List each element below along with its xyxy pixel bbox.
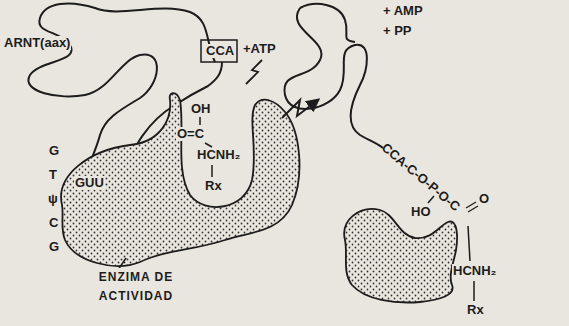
anticodon-label: GUU — [74, 176, 105, 190]
lightning-symbol — [246, 60, 262, 84]
bond-line — [211, 165, 213, 177]
enzyme-blob — [61, 93, 299, 266]
molecule-name: ARNT(aax) — [3, 36, 71, 50]
group-label: Rx — [204, 179, 223, 193]
bond-line — [468, 226, 470, 261]
enzyme-node: ENZIMA DE ACTIVIDAD — [80, 268, 192, 306]
group-label: Rx — [466, 303, 485, 317]
bond-line — [199, 117, 201, 125]
sequence-label: CCA — [205, 44, 235, 58]
group-label: HCNH₂ — [452, 264, 497, 278]
base-letter: ψ — [47, 192, 59, 206]
base-letter: T — [48, 168, 58, 182]
enzyme-blob — [344, 209, 457, 302]
group-label: HCNH₂ — [196, 148, 241, 162]
group-label: O — [478, 192, 490, 206]
bond-line — [205, 143, 212, 147]
chain-label: CCA-C-O-P-O-C — [378, 140, 463, 215]
bond-line — [473, 281, 475, 301]
cca-box — [201, 40, 237, 62]
enzyme-label: ENZIMA DE ACTIVIDAD — [80, 268, 192, 306]
group-label: OH — [190, 102, 212, 116]
trna-strand — [284, 4, 383, 148]
base-letter: G — [48, 240, 60, 254]
product-label: + AMP — [382, 4, 424, 18]
base-letter: C — [48, 216, 59, 230]
double-bond — [468, 206, 478, 212]
double-bond — [466, 202, 476, 208]
product-label: + PP — [382, 24, 413, 38]
group-label: O=C — [176, 127, 205, 141]
base-letter: G — [48, 144, 60, 158]
reagent-label: +ATP — [242, 42, 277, 56]
group-label: HO — [410, 205, 432, 219]
